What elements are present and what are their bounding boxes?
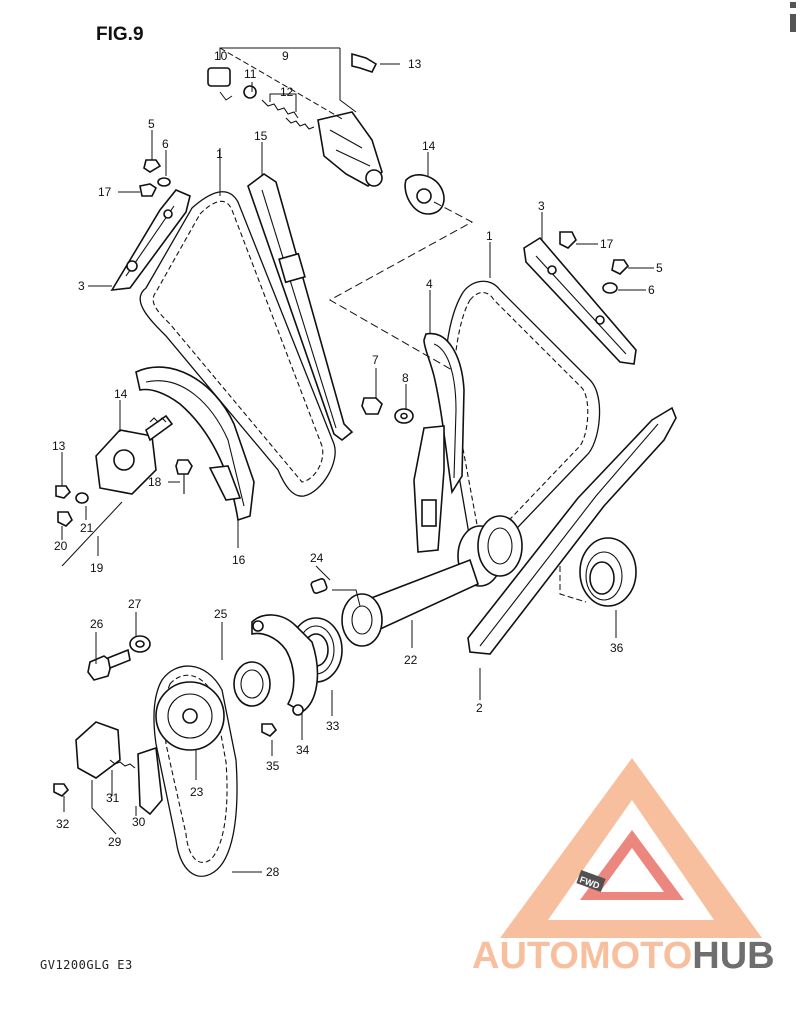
callout-6: 6: [162, 137, 169, 151]
watermark-wordmark: AUTOMOTOHUB: [472, 935, 775, 977]
callout-32: 32: [56, 817, 70, 831]
chain-guide-3-right: [523, 236, 637, 365]
callout-16: 16: [232, 553, 246, 567]
chain-guide-bracket-4: [413, 425, 445, 553]
callout-14: 14: [422, 139, 436, 153]
oil-seal-25: [233, 661, 271, 707]
bolt-18: [175, 459, 193, 494]
callout-27: 27: [128, 597, 142, 611]
callout-36: 36: [610, 641, 624, 655]
callout-13: 13: [408, 57, 422, 71]
callout-18: 18: [148, 475, 162, 489]
bolt-13-top: [351, 52, 378, 73]
gasket-14-top: [404, 174, 445, 215]
callout-31: 31: [106, 791, 120, 805]
callout-6: 6: [648, 283, 655, 297]
callout-13: 13: [52, 439, 66, 453]
retainer-34: [251, 614, 319, 716]
callout-5: 5: [148, 117, 155, 131]
callout-1: 1: [216, 147, 223, 161]
sprocket-upper: [457, 515, 523, 587]
callout-30: 30: [132, 815, 146, 829]
bolt-7-washer-8: [361, 397, 414, 424]
callout-33: 33: [326, 719, 340, 733]
tensioner-29-32: [53, 721, 163, 816]
chain-guide-16: [135, 366, 255, 522]
callout-2: 2: [476, 701, 483, 715]
callout-8: 8: [402, 371, 409, 385]
chain-guide-3-left: [110, 189, 191, 291]
cam-chain-1-left: [139, 191, 336, 497]
callout-7: 7: [372, 353, 379, 367]
callout-5: 5: [656, 261, 663, 275]
callout-17: 17: [98, 185, 112, 199]
tensioner-14-19-left: [95, 414, 174, 495]
bolts-5-6-17-right: [559, 231, 630, 294]
callout-3: 3: [78, 279, 85, 293]
callout-17: 17: [600, 237, 614, 251]
chain-guide-15: [247, 173, 354, 442]
callout-19: 19: [90, 561, 104, 575]
bolt-26: [87, 648, 131, 681]
callout-34: 34: [296, 743, 310, 757]
callout-35: 35: [266, 759, 280, 773]
callout-22: 22: [404, 653, 418, 667]
callout-24: 24: [310, 551, 324, 565]
callout-1: 1: [486, 229, 493, 243]
callout-28: 28: [266, 865, 280, 879]
callout-12: 12: [280, 85, 294, 99]
callout-20: 20: [54, 539, 68, 553]
model-code: GV1200GLG E3: [40, 958, 133, 972]
callout-15: 15: [254, 129, 268, 143]
scan-edge-mark: [790, 2, 796, 8]
callout-26: 26: [90, 617, 104, 631]
callout-25: 25: [214, 607, 228, 621]
callout-3: 3: [538, 199, 545, 213]
chain-guide-2: [467, 406, 677, 655]
screw-35: [261, 723, 278, 737]
callout-11: 11: [244, 67, 257, 81]
leader-lines: [61, 47, 654, 873]
callout-labels: 1 1 2 3 3 4 5 5 6 6 7 8 9 10 11 12 13 13…: [52, 49, 663, 879]
bolts-5-6-17-left: [139, 159, 171, 197]
tensioner-adjuster: [207, 67, 383, 187]
bolts-13-20-21-left: [55, 485, 89, 527]
callout-9: 9: [282, 49, 289, 63]
sprocket-23: [155, 681, 225, 751]
callout-29: 29: [108, 835, 122, 849]
washer-27: [129, 635, 151, 653]
callout-10: 10: [214, 49, 228, 63]
figure-title: FIG.9: [96, 24, 144, 45]
bearing-36: [579, 537, 637, 607]
watermark-logo: FWD AUTOMOTOHUB: [472, 758, 775, 977]
scan-edge-mark: [790, 14, 796, 32]
shaft-22: [341, 558, 479, 647]
dowel-pin-24: [310, 578, 328, 594]
callout-14: 14: [114, 387, 128, 401]
callout-21: 21: [80, 521, 94, 535]
callout-4: 4: [426, 277, 433, 291]
callout-23: 23: [190, 785, 204, 799]
